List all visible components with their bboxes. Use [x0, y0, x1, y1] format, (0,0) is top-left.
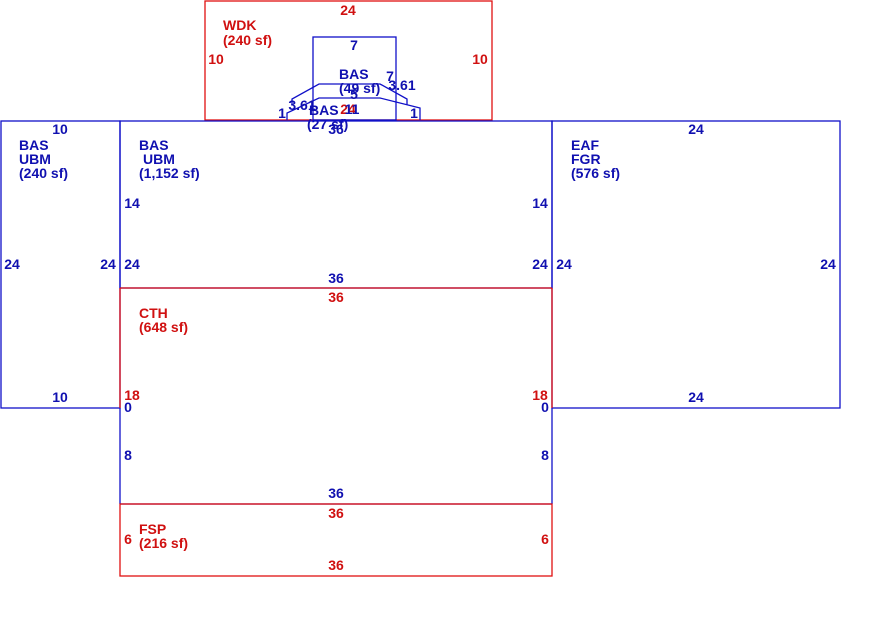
- label-eaf-code: EAF: [571, 137, 599, 153]
- dim-cth-8-left: 8: [124, 447, 132, 463]
- dim-cth-0-left: 0: [124, 399, 132, 415]
- label-bas-main-code: BAS: [139, 137, 169, 153]
- dim-cth-36-red: 36: [328, 289, 344, 305]
- dim-bay-side-right: 1: [410, 105, 418, 121]
- label-bas-left-area: (240 sf): [19, 165, 68, 181]
- dim-wdk-right: 10: [472, 51, 488, 67]
- dim-cth-0-right: 0: [541, 399, 549, 415]
- dim-eaf-left: 24: [556, 256, 572, 272]
- dim-eaf-bottom: 24: [688, 389, 704, 405]
- dim-fsp-6-right: 6: [541, 531, 549, 547]
- dim-left-right: 24: [100, 256, 116, 272]
- label-cth-area: (648 sf): [139, 319, 188, 335]
- dim-cth-18-left: 18: [124, 387, 140, 403]
- dim-cth-18-right: 18: [532, 387, 548, 403]
- dim-bay-bottom: 36: [328, 121, 344, 137]
- dim-main-14-right: 14: [532, 195, 548, 211]
- bas-small-outline: [312, 36, 397, 121]
- dim-bay-right-a: 7: [386, 68, 394, 84]
- bas-bay-upper-outline: [291, 83, 408, 105]
- dim-left-left: 24: [4, 256, 20, 272]
- label-wdk-area: (240 sf): [223, 32, 272, 48]
- label-eaf-area: (576 sf): [571, 165, 620, 181]
- dim-eaf-right: 24: [820, 256, 836, 272]
- dim-main-14-left: 14: [124, 195, 140, 211]
- dim-fsp-6-left: 6: [124, 531, 132, 547]
- dim-bay-mid: 5: [350, 86, 358, 102]
- label-bas-left-code: BAS: [19, 137, 49, 153]
- label-fsp-code: FSP: [139, 521, 166, 537]
- bas-main-outline: [119, 120, 553, 289]
- eaf-outline: [551, 120, 841, 409]
- label-bas-main-area: (1,152 sf): [139, 165, 200, 181]
- dim-fsp-36-top: 36: [328, 505, 344, 521]
- dim-main-24-right: 24: [532, 256, 548, 272]
- dim-bay-top: 7: [350, 37, 358, 53]
- bas-bay-lower-outline: [286, 97, 421, 120]
- dim-main-24-left: 24: [124, 256, 140, 272]
- dim-left-bottom: 10: [52, 389, 68, 405]
- dim-bay-small-a: 11: [345, 101, 360, 117]
- fsp-outline: [119, 503, 553, 577]
- dim-eaf-top: 24: [688, 121, 704, 137]
- dim-main-36: 36: [328, 270, 344, 286]
- dim-bay-side-left: 1: [278, 105, 286, 121]
- dim-cth-8-right: 8: [541, 447, 549, 463]
- dim-wdk-left: 10: [208, 51, 224, 67]
- dim-bay-left: 3.61: [288, 97, 315, 113]
- label-fsp-area: (216 sf): [139, 535, 188, 551]
- label-wdk-code: WDK: [223, 17, 256, 33]
- label-cth-code: CTH: [139, 305, 168, 321]
- label-bas-main-code2: UBM: [143, 151, 175, 167]
- label-bas-tiny-code: BAS: [309, 102, 339, 118]
- dim-fsp-36-bottom: 36: [328, 557, 344, 573]
- label-bas-left-code2: UBM: [19, 151, 51, 167]
- label-bas-small-code: BAS: [339, 66, 369, 82]
- dim-bay-right-b: 3.61: [388, 77, 415, 93]
- dim-left-top: 10: [52, 121, 68, 137]
- dim-wdk-top: 24: [340, 2, 356, 18]
- label-bas-tiny-area: (27 sf): [307, 116, 348, 132]
- label-bas-small-area: (49 sf): [339, 80, 380, 96]
- label-eaf-code2: FGR: [571, 151, 601, 167]
- dim-cth-36-blue: 36: [328, 485, 344, 501]
- dim-bay-red: 24: [340, 101, 356, 117]
